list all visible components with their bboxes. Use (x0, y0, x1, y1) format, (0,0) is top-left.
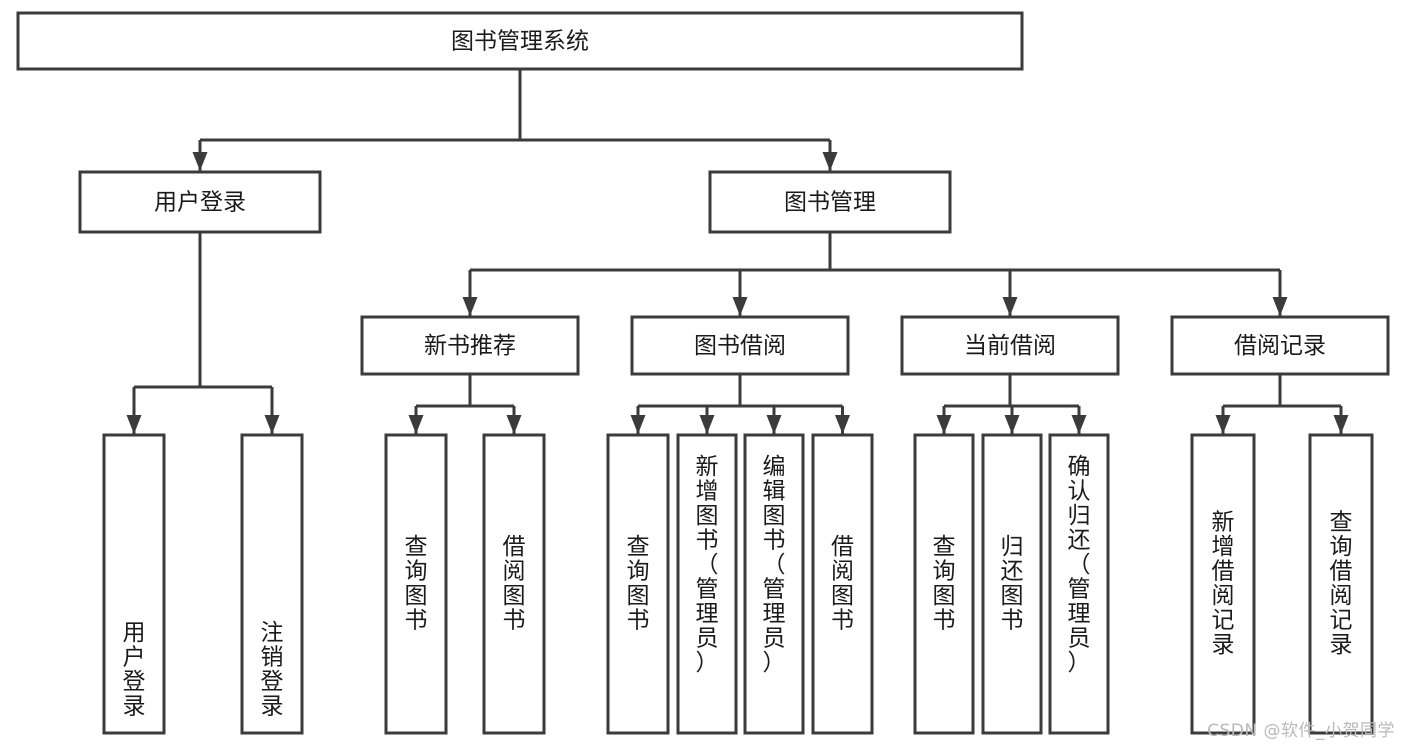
node-leaf-query-book-1[interactable]: 查询图书 (384, 433, 448, 735)
arrow-head-new-book-recommend (462, 297, 478, 316)
node-box-leaf-user-login (102, 433, 166, 735)
node-box-leaf-edit-book (743, 433, 805, 735)
node-label-borrow-record: 借阅记录 (1234, 333, 1326, 359)
arrow-head-leaf-query-book-2 (630, 415, 646, 434)
arrow-head-leaf-edit-book (766, 415, 782, 434)
node-label-root: 图书管理系统 (451, 29, 589, 55)
node-box-leaf-borrow-book-1 (482, 433, 546, 735)
node-label-leaf-add-book: 新增图书（管理员） (696, 454, 719, 676)
node-current-borrow[interactable]: 当前借阅 (900, 315, 1120, 376)
node-label-leaf-query-record: 查询借阅记录 (1330, 510, 1353, 659)
node-leaf-add-book[interactable]: 新增图书（管理员） (676, 433, 738, 735)
node-new-book-recommend[interactable]: 新书推荐 (360, 315, 580, 376)
node-box-leaf-query-book-3 (913, 433, 975, 735)
arrow-head-leaf-logout (264, 415, 280, 434)
node-box-user-login (78, 170, 322, 234)
node-box-leaf-logout (240, 433, 304, 735)
arrow-head-leaf-add-book (699, 415, 715, 434)
node-leaf-confirm-return[interactable]: 确认归还（管理员） (1048, 433, 1110, 735)
node-label-leaf-confirm-return: 确认归还（管理员） (1068, 454, 1091, 676)
node-label-leaf-logout: 注销登录 (261, 620, 284, 720)
node-borrow-record[interactable]: 借阅记录 (1170, 315, 1390, 376)
arrow-head-borrow-record (1272, 297, 1288, 316)
node-label-current-borrow: 当前借阅 (964, 333, 1056, 359)
arrow-head-current-borrow (1002, 297, 1018, 316)
node-label-new-book-recommend: 新书推荐 (424, 333, 516, 359)
arrow-head-book-borrow (732, 297, 748, 316)
node-box-book-management (708, 170, 952, 234)
node-leaf-query-book-2[interactable]: 查询图书 (606, 433, 670, 735)
csdn-watermark: CSDN @软件_小贺同学 (1207, 721, 1395, 741)
node-box-leaf-query-book-2 (606, 433, 670, 735)
connector-lines (126, 69, 1349, 434)
arrow-head-leaf-borrow-book-1 (506, 415, 522, 434)
node-boxes: 图书管理系统用户登录图书管理新书推荐图书借阅当前借阅借阅记录用户登录注销登录查询… (16, 11, 1390, 735)
node-root[interactable]: 图书管理系统 (16, 11, 1024, 71)
node-label-leaf-query-book-3: 查询图书 (933, 534, 956, 634)
node-box-leaf-borrow-book-2 (811, 433, 874, 735)
arrow-head-leaf-user-login (126, 415, 142, 434)
node-box-leaf-confirm-return (1048, 433, 1110, 735)
node-leaf-add-record[interactable]: 新增借阅记录 (1190, 433, 1256, 735)
arrow-head-book-management (822, 152, 838, 171)
node-box-root (16, 11, 1024, 71)
node-label-leaf-edit-book: 编辑图书（管理员） (763, 454, 786, 676)
arrow-head-leaf-borrow-book-2 (835, 415, 850, 434)
node-label-leaf-add-record: 新增借阅记录 (1212, 510, 1235, 659)
node-leaf-logout[interactable]: 注销登录 (240, 433, 304, 735)
arrow-head-leaf-confirm-return (1071, 415, 1087, 434)
node-label-leaf-borrow-book-2: 借阅图书 (831, 534, 854, 634)
node-box-leaf-add-record (1190, 433, 1256, 735)
node-leaf-edit-book[interactable]: 编辑图书（管理员） (743, 433, 805, 735)
node-box-current-borrow (900, 315, 1120, 376)
arrow-head-leaf-add-record (1215, 415, 1231, 434)
node-label-book-borrow: 图书借阅 (694, 333, 786, 359)
node-box-borrow-record (1170, 315, 1390, 376)
arrow-head-leaf-query-record (1333, 415, 1349, 434)
arrow-head-leaf-query-book-1 (408, 415, 424, 434)
arrow-head-leaf-return-book (1004, 415, 1020, 434)
node-box-leaf-return-book (981, 433, 1043, 735)
node-leaf-user-login[interactable]: 用户登录 (102, 433, 166, 735)
node-label-leaf-user-login: 用户登录 (123, 620, 146, 720)
node-label-leaf-borrow-book-1: 借阅图书 (503, 534, 526, 634)
node-label-leaf-query-book-2: 查询图书 (627, 534, 650, 634)
arrow-head-leaf-query-book-3 (936, 415, 952, 434)
node-box-book-borrow (630, 315, 850, 376)
node-leaf-query-book-3[interactable]: 查询图书 (913, 433, 975, 735)
node-box-leaf-add-book (676, 433, 738, 735)
node-leaf-return-book[interactable]: 归还图书 (981, 433, 1043, 735)
node-leaf-borrow-book-2[interactable]: 借阅图书 (811, 433, 874, 735)
node-box-new-book-recommend (360, 315, 580, 376)
node-box-leaf-query-record (1308, 433, 1374, 735)
node-label-book-management: 图书管理 (784, 190, 876, 216)
node-user-login[interactable]: 用户登录 (78, 170, 322, 234)
arrow-head-user-login (192, 152, 208, 171)
node-leaf-borrow-book-1[interactable]: 借阅图书 (482, 433, 546, 735)
node-label-user-login: 用户登录 (154, 190, 246, 216)
node-label-leaf-return-book: 归还图书 (1001, 534, 1024, 634)
node-box-leaf-query-book-1 (384, 433, 448, 735)
node-book-borrow[interactable]: 图书借阅 (630, 315, 850, 376)
node-book-management[interactable]: 图书管理 (708, 170, 952, 234)
node-leaf-query-record[interactable]: 查询借阅记录 (1308, 433, 1374, 735)
node-label-leaf-query-book-1: 查询图书 (405, 534, 428, 634)
